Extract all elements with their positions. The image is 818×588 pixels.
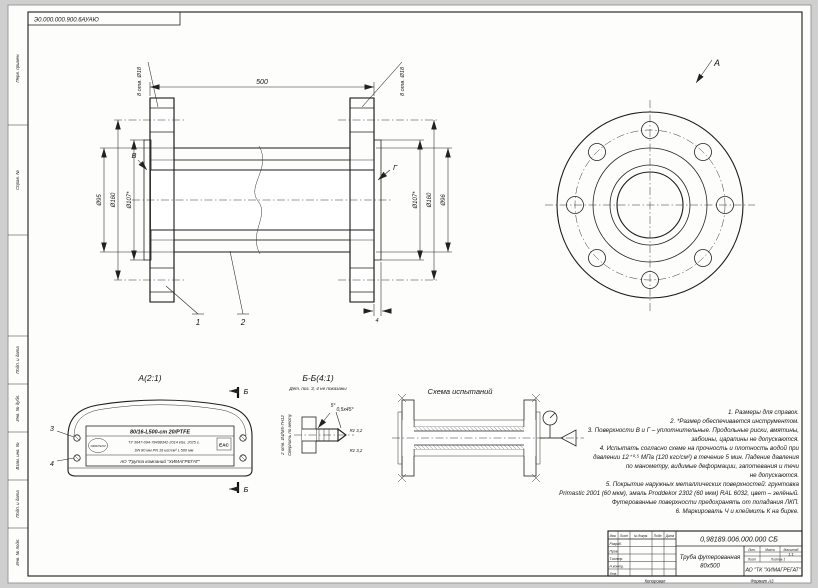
margin-label-invdubl: Инв. № дубл. [15, 394, 20, 421]
plate-cert-box [216, 437, 232, 451]
item-1: 1 [196, 318, 200, 327]
thread-note-1: 2 отв. Ø4/М5-7Н12 [280, 415, 285, 456]
note-line: забоины, царапины не допускаются. [690, 436, 799, 443]
dim-4: 4 [375, 318, 378, 324]
tb-data-h: Дата [665, 534, 675, 538]
dim-chamfer: 0,5х45° [336, 407, 353, 413]
tb-title-2: 80х500 [700, 564, 720, 570]
top-left-code: Э0.000.000.900.6АУАЮ [34, 18, 99, 24]
note-line: 6. Маркировать Ч и клеймить К на бирке. [676, 508, 799, 515]
left-margin-columns: Перв. примен. Справ. № Подп. и дата Инв.… [8, 53, 28, 566]
tb-title-1: Труба футерованная [680, 555, 741, 561]
plate-cert: EAC [219, 443, 229, 448]
tb-doc-h: № докум. [634, 534, 648, 538]
plate-line3: DN 80 мм PN 16 кгс/см² L 500 мм [135, 449, 194, 453]
section-b-bottom: Б [244, 485, 249, 494]
detail-a-title: А(2:1) [137, 373, 161, 383]
title-block: Изм. Лист № докум. Подп. Дата Разраб. Пр… [607, 530, 803, 577]
technical-notes: 1. Размеры для справок. 2. *Размер обесп… [559, 409, 800, 515]
tb-list-h: Лист [619, 534, 629, 538]
margin-label-perv: Перв. примен. [15, 53, 20, 82]
dim-d107-left: Ø107* [127, 191, 133, 210]
test-scheme: Схема испытаний [392, 387, 584, 483]
tb-masshtab: Масштаб [784, 548, 799, 552]
margin-label-invpodl: Инв. № подл. [15, 538, 20, 565]
tb-massa: Масса [765, 548, 775, 552]
weld-marks [397, 393, 541, 483]
main-section-view: 500 8 отв. Ø18 8 отв. Ø18 Ø95 Ø160 Ø107*… [97, 61, 452, 327]
rz-bottom: Rz 3,2 [350, 448, 363, 453]
dim-d96: Ø96 [441, 194, 447, 207]
tb-company: АО "ТК "ХИМАГРЕГАТ" [744, 568, 801, 574]
dim-d160-left: Ø160 [111, 192, 117, 208]
item-2: 2 [240, 318, 246, 327]
tb-listov: Листов 1 [770, 557, 785, 561]
note-line: 5. Покрытие наружных металлических повер… [606, 481, 800, 488]
margin-label-sprav: Справ. № [15, 170, 20, 190]
note-line: 2. *Размер обеспечивается инструментом. [669, 418, 799, 425]
detail-b-subtitle: Дет. поз. 3, 4 не показаны [288, 386, 347, 391]
note-line: Футерованные поверхности предохранять от… [612, 499, 799, 506]
section-b-b: Б-Б(4:1) Дет. поз. 3, 4 не показаны 0,5х… [280, 373, 363, 456]
margin-label-vzam: Взам. инв. № [15, 442, 20, 469]
detail-a-nameplate: А(2:1) 80/16-L500-ст 20/PTFE ХИМАГРЕГАТ … [50, 373, 253, 494]
note-line: не допускаются. [750, 472, 799, 479]
item-3: 3 [50, 426, 54, 433]
tb-razrab: Разраб. [610, 542, 622, 546]
note-line: по манометру, видимые деформации, запоте… [626, 463, 800, 470]
footer-copied: Копировал [645, 579, 666, 584]
item-4: 4 [50, 461, 54, 468]
flange-end-view: А [545, 58, 755, 312]
note-line: 3. Поверхности В и Г – уплотнительные. П… [588, 427, 799, 434]
note-line: Primastic 2001 (60 мкм), эмаль Proddekor… [559, 490, 799, 497]
break-line [254, 145, 263, 255]
drawing-frame [27, 11, 803, 577]
note-line: 4. Испытать согласно схеме на прочность … [600, 445, 800, 452]
dim-d160-right: Ø160 [427, 192, 433, 208]
tb-prov: Пров. [610, 550, 619, 554]
rz-top: Rz 3,2 [350, 428, 363, 433]
dim-d95: Ø95 [97, 194, 103, 207]
plate-logo [88, 438, 108, 453]
plate-line2: ТУ 3647-094-78498342-2014 Изг. 2025 г. [128, 441, 200, 445]
tb-scale: 1:1 [788, 552, 794, 557]
tb-podp-h: Подп. [654, 534, 663, 538]
pressure-gauge-icon [542, 410, 558, 426]
dim-holes-right: 8 отв. Ø18 [400, 66, 406, 96]
footer-format: Формат А3 [751, 579, 775, 584]
tb-list: Лист [747, 557, 757, 561]
dim-holes-left: 8 отв. Ø18 [137, 66, 143, 96]
margin-label-podp1: Подп. и дата [15, 490, 20, 518]
tb-nkontr: Н.контр. [610, 565, 624, 569]
tb-izm: Изм. [610, 534, 617, 538]
note-line: 1. Размеры для справок. [728, 409, 799, 416]
callout-g: Г [393, 163, 398, 172]
view-a-arrow [695, 59, 713, 84]
tb-lit: Лит. [747, 548, 756, 552]
detail-b-title: Б-Б(4:1) [302, 373, 334, 383]
tb-utv: Утв. [610, 572, 618, 576]
tb-tkontr: Т.контр. [610, 557, 624, 561]
top-left-code-box: Э0.000.000.900.6АУАЮ [27, 11, 181, 26]
dim-angle: 5° [331, 403, 336, 409]
test-scheme-title: Схема испытаний [428, 387, 494, 396]
section-b-top: Б [244, 387, 249, 396]
thread-note-2: Сверлить по месту [287, 413, 292, 455]
dim-d107-right: Ø107* [413, 191, 419, 210]
view-a-label: А [713, 58, 720, 68]
valve-icon [560, 429, 577, 447]
plate-line1: 80/16-L500-ст 20/PTFE [130, 430, 190, 436]
tb-doc-number: 0,98189.006.000.000 СБ [700, 537, 778, 544]
plate-logo-text: ХИМАГРЕГАТ [89, 445, 106, 448]
dim-500: 500 [256, 79, 268, 86]
callout-v: В [131, 151, 136, 160]
margin-label-podp2: Подп. и дата [15, 346, 20, 374]
note-line: давлении 12⁺⁰·⁵ МПа (120 кгс/см²) в тече… [593, 454, 800, 461]
plate-line4: АО "Группа компаний "ХИМАГРЕГАТ" [119, 458, 200, 464]
